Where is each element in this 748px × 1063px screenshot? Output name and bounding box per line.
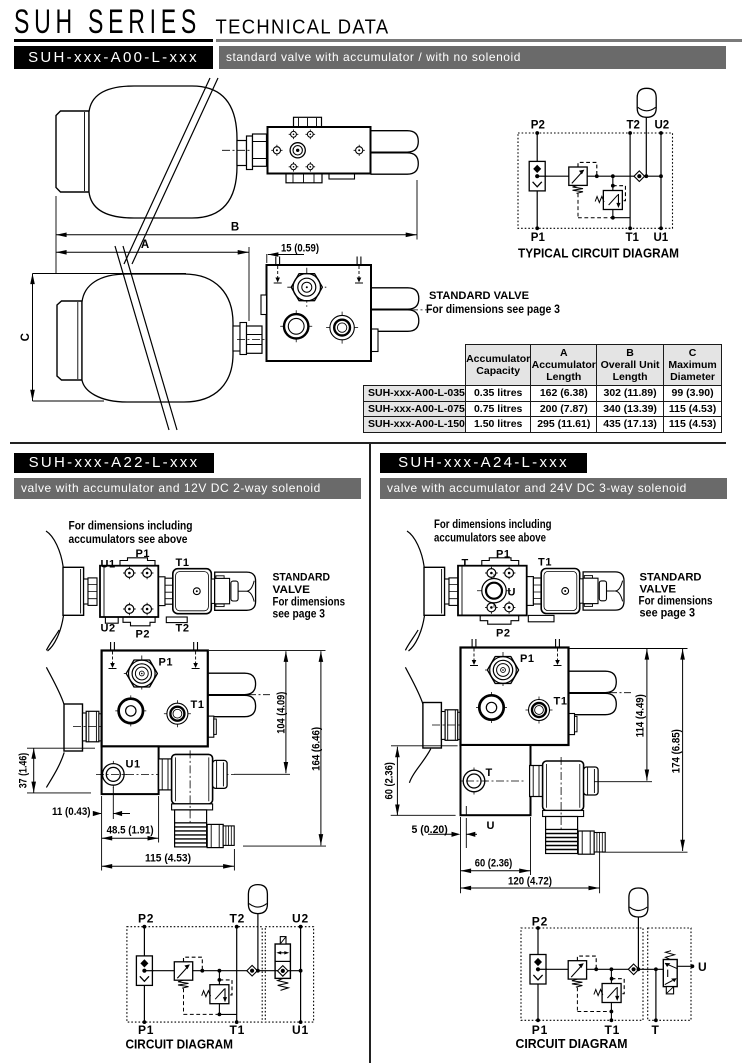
svg-text:174 (6.85): 174 (6.85): [670, 729, 682, 773]
svg-text:P1: P1: [532, 1023, 548, 1037]
svg-text:U1: U1: [101, 559, 116, 571]
svg-text:accumulators see above: accumulators see above: [434, 533, 546, 545]
svg-text:see page 3: see page 3: [640, 608, 696, 620]
svg-text:104 (4.09): 104 (4.09): [275, 691, 287, 733]
svg-text:For dimensions see page 3: For dimensions see page 3: [426, 304, 560, 316]
svg-text:U2: U2: [101, 623, 116, 635]
svg-text:T1: T1: [626, 232, 640, 244]
svg-text:T2: T2: [176, 623, 190, 635]
svg-text:T: T: [462, 558, 469, 570]
svg-text:P2: P2: [136, 629, 151, 641]
svg-text:T1: T1: [191, 699, 205, 711]
svg-text:115 (4.53): 115 (4.53): [145, 852, 191, 864]
svg-text:T1: T1: [605, 1023, 621, 1037]
svg-text:For dimensions: For dimensions: [273, 597, 346, 609]
svg-text:TYPICAL CIRCUIT DIAGRAM: TYPICAL CIRCUIT DIAGRAM: [518, 247, 679, 261]
svg-text:TECHNICAL DATA: TECHNICAL DATA: [216, 16, 390, 39]
svg-text:37 (1.46): 37 (1.46): [18, 752, 30, 788]
svg-text:60 (2.36): 60 (2.36): [475, 858, 513, 870]
svg-text:VALVE: VALVE: [273, 584, 311, 596]
svg-text:For dimensions including: For dimensions including: [69, 521, 193, 533]
svg-text:P2: P2: [496, 628, 511, 640]
svg-text:164 (6.46): 164 (6.46): [311, 727, 323, 771]
svg-text:accumulators see above: accumulators see above: [69, 534, 188, 546]
svg-text:see page 3: see page 3: [273, 609, 326, 621]
svg-text:SUH SERIES: SUH SERIES: [14, 3, 201, 41]
svg-text:T: T: [652, 1023, 660, 1037]
svg-text:11 (0.43): 11 (0.43): [52, 806, 91, 818]
svg-text:P1: P1: [138, 1023, 154, 1037]
svg-text:T1: T1: [538, 557, 552, 569]
svg-text:120 (4.72): 120 (4.72): [508, 876, 552, 888]
svg-text:T1: T1: [230, 1023, 246, 1037]
svg-text:For dimensions including: For dimensions including: [434, 519, 552, 531]
svg-text:STANDARD: STANDARD: [640, 572, 702, 584]
svg-text:U1: U1: [126, 759, 141, 771]
svg-text:U: U: [508, 587, 517, 599]
svg-text:P1: P1: [531, 232, 546, 244]
svg-text:60 (2.36): 60 (2.36): [384, 762, 396, 800]
svg-text:CIRCUIT DIAGRAM: CIRCUIT DIAGRAM: [126, 1037, 234, 1051]
svg-text:P2: P2: [532, 915, 548, 929]
svg-text:C: C: [20, 333, 32, 341]
svg-text:P2: P2: [138, 912, 154, 926]
svg-text:STANDARD VALVE: STANDARD VALVE: [429, 290, 529, 302]
svg-text:U1: U1: [292, 1023, 309, 1037]
svg-text:A: A: [141, 239, 149, 251]
svg-text:For dimensions: For dimensions: [639, 596, 713, 608]
svg-text:P1: P1: [159, 657, 174, 669]
svg-text:P1: P1: [136, 548, 151, 560]
svg-text:T2: T2: [230, 912, 246, 926]
svg-text:STANDARD: STANDARD: [273, 572, 331, 584]
svg-text:T1: T1: [176, 557, 190, 569]
svg-text:B: B: [231, 222, 239, 234]
svg-text:U2: U2: [292, 912, 309, 926]
svg-text:U2: U2: [655, 120, 670, 132]
svg-text:CIRCUIT DIAGRAM: CIRCUIT DIAGRAM: [516, 1037, 628, 1051]
svg-text:VALVE: VALVE: [640, 584, 677, 596]
svg-text:114 (4.49): 114 (4.49): [634, 694, 646, 737]
svg-text:48.5 (1.91): 48.5 (1.91): [107, 825, 154, 837]
svg-text:U: U: [487, 820, 496, 832]
svg-text:U1: U1: [654, 232, 669, 244]
svg-text:P1: P1: [520, 653, 535, 665]
svg-text:15 (0.59): 15 (0.59): [281, 243, 319, 255]
svg-text:P2: P2: [531, 120, 545, 132]
svg-text:T2: T2: [627, 120, 640, 132]
svg-text:U: U: [698, 960, 707, 974]
svg-text:5 (0.20): 5 (0.20): [412, 824, 449, 836]
svg-text:T: T: [486, 767, 493, 779]
svg-text:T1: T1: [554, 696, 568, 708]
svg-text:P1: P1: [496, 549, 511, 561]
